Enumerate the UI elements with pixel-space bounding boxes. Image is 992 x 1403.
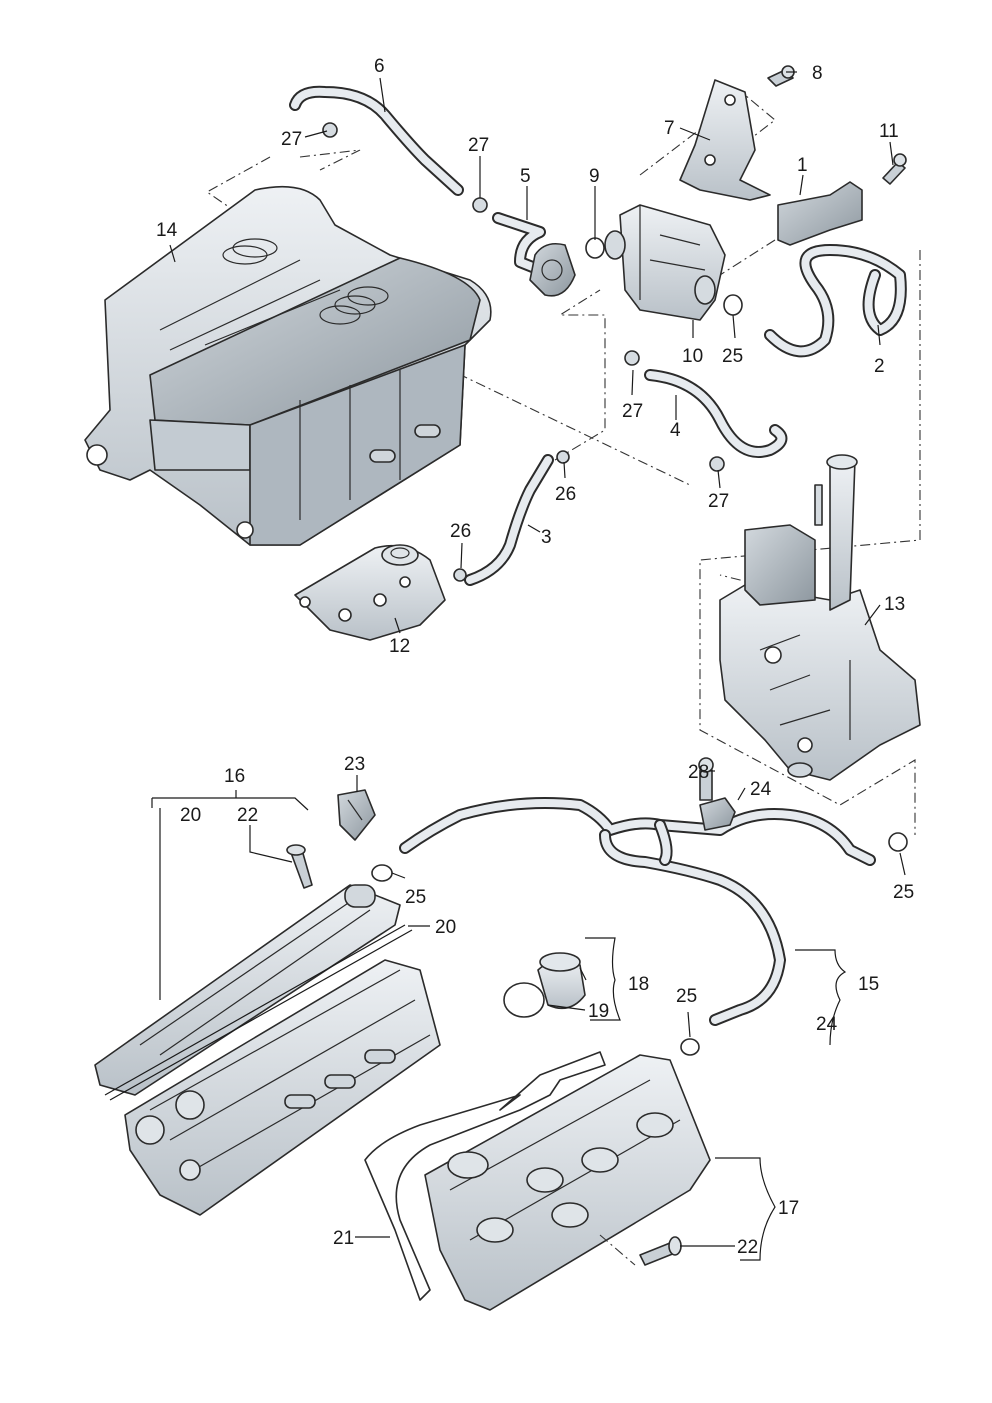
o-rings-upper — [723, 294, 743, 316]
label-11: 11 — [879, 121, 899, 142]
label-4: 4 — [670, 420, 681, 441]
bolt-22-lower — [599, 1234, 682, 1266]
hose-2 — [764, 244, 907, 358]
label-25-left: 25 — [405, 887, 426, 908]
o-rings-lower — [371, 832, 908, 1056]
label-15: 15 — [858, 974, 879, 995]
label-26-upper: 26 — [555, 484, 576, 505]
hose-15 — [399, 797, 876, 1026]
label-8: 8 — [812, 63, 823, 84]
label-6: 6 — [374, 56, 385, 77]
label-27-left: 27 — [281, 129, 302, 150]
label-25-right: 25 — [893, 882, 914, 903]
label-27-right: 27 — [708, 491, 729, 512]
mounting-plate — [294, 544, 446, 641]
bracket-7 — [679, 79, 771, 201]
cylinder-head — [124, 959, 441, 1216]
label-20-right: 20 — [435, 917, 456, 938]
callout-labels: 1 2 3 4 5 6 7 8 9 10 11 12 13 14 15 16 1… — [156, 56, 914, 1258]
filler-cap — [503, 952, 586, 1018]
label-19: 19 — [588, 1001, 609, 1022]
label-5: 5 — [520, 166, 531, 187]
label-17: 17 — [778, 1198, 799, 1219]
leader-lines — [151, 71, 906, 1261]
label-24-bracket: 24 — [750, 779, 772, 800]
label-18: 18 — [628, 974, 649, 995]
hose-6 — [289, 85, 464, 196]
label-23: 23 — [344, 754, 365, 775]
label-14: 14 — [156, 220, 178, 241]
hose-5 — [492, 212, 546, 276]
label-28: 28 — [688, 762, 709, 783]
label-16: 16 — [224, 766, 245, 787]
hose-4 — [644, 369, 788, 458]
bracket-24 — [698, 757, 736, 831]
reservoir-tank — [719, 454, 921, 781]
label-22-bottom: 22 — [737, 1237, 758, 1258]
label-13: 13 — [884, 594, 905, 615]
label-27-hose4: 27 — [622, 401, 643, 422]
screws-top — [767, 65, 907, 185]
label-20-top: 20 — [180, 805, 201, 826]
label-7: 7 — [664, 118, 675, 139]
label-25-cover: 25 — [676, 986, 697, 1007]
label-27-top: 27 — [468, 135, 489, 156]
pressure-valve-housing — [585, 204, 726, 321]
label-22-top: 22 — [237, 805, 258, 826]
label-12: 12 — [389, 636, 410, 657]
label-21: 21 — [333, 1228, 354, 1249]
label-24-hose: 24 — [816, 1014, 838, 1035]
label-9: 9 — [589, 166, 600, 187]
label-10: 10 — [682, 346, 703, 367]
label-2: 2 — [874, 356, 885, 377]
intake-manifold — [84, 185, 492, 546]
bolt-22-upper — [286, 844, 313, 889]
label-26-lower: 26 — [450, 521, 471, 542]
gasket-21 — [364, 1051, 606, 1301]
label-1: 1 — [797, 155, 808, 176]
label-3: 3 — [541, 527, 552, 548]
label-25-valve: 25 — [722, 346, 743, 367]
clip-23 — [337, 789, 376, 841]
hose-3 — [464, 454, 554, 586]
clamps-upper — [322, 122, 725, 582]
bracket-1 — [777, 181, 863, 246]
valve-part-5 — [529, 242, 576, 297]
gasket-20 — [94, 884, 413, 1101]
valve-cover — [424, 1054, 711, 1311]
